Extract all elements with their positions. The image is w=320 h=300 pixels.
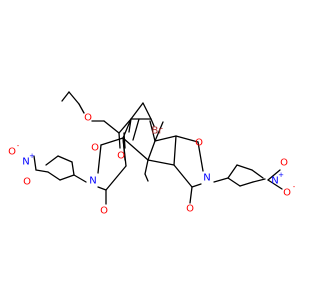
bond-43 (45, 155, 59, 166)
bond-14 (149, 120, 156, 142)
bond-22 (100, 137, 124, 146)
bond-8 (130, 102, 144, 120)
bond-5 (118, 132, 121, 149)
atom-o-nitro-left-b: O (23, 177, 31, 188)
bond-1 (68, 91, 80, 105)
molecule-diagram: O O Br O O O O N N N + O - O N + O - O (8, 91, 296, 217)
bond-25 (105, 165, 127, 191)
atom-o-nitro-left-a: O (8, 147, 16, 158)
bond-47 (252, 178, 266, 183)
bond-13 (132, 118, 140, 141)
bond-34 (154, 135, 177, 142)
bond-41 (71, 161, 75, 176)
bond-36 (73, 174, 87, 183)
bond-33 (189, 186, 193, 204)
bond-19 (154, 121, 164, 142)
bond-49 (236, 164, 253, 171)
atom-o-ester-carbonyl: O (117, 151, 125, 162)
atom-o-ester-ether: O (84, 113, 92, 124)
bond-44 (213, 177, 229, 183)
atom-o-nitro-right-a: O (283, 188, 291, 199)
atom-n-nitro-right: N (271, 176, 278, 187)
bond-lines (33, 91, 283, 205)
atom-o-imide-left-top: O (91, 143, 99, 154)
bond-30 (173, 135, 177, 166)
bond-40 (33, 155, 37, 171)
bond-31 (173, 164, 193, 188)
bond-7 (118, 118, 132, 134)
bond-2 (78, 103, 85, 114)
bond-42 (57, 155, 73, 163)
bond-15 (122, 118, 132, 139)
bond-0 (61, 91, 70, 102)
charge-o-nitro-left-a: - (17, 142, 20, 150)
charge-n-nitro-left: + (29, 152, 35, 160)
bond-11 (150, 118, 155, 127)
atom-n-imide-right: N (203, 173, 210, 184)
bond-26 (97, 186, 107, 191)
bond-23 (97, 144, 102, 174)
bond-48 (227, 164, 238, 179)
atom-o-imide-right-top: O (195, 138, 203, 149)
atom-o-imide-right-bottom: O (186, 204, 194, 215)
atom-br: Br (152, 126, 164, 137)
bond-20 (144, 159, 149, 175)
bond-28 (175, 135, 199, 143)
bond-51 (267, 169, 281, 181)
charge-o-nitro-right-a: - (293, 183, 296, 191)
bond-21 (144, 173, 149, 182)
atom-n-imide-left: N (89, 176, 96, 187)
atom-o-nitro-right-b: O (280, 158, 288, 169)
bond-39 (35, 169, 49, 173)
bond-29 (197, 141, 204, 172)
bond-50 (251, 169, 264, 179)
bond-17 (122, 137, 149, 161)
atom-o-imide-left-bottom: O (100, 206, 108, 217)
charge-n-nitro-right: + (278, 171, 284, 179)
bond-18 (147, 140, 156, 161)
bond-52 (267, 179, 283, 190)
atom-n-nitro-left: N (22, 157, 29, 168)
bond-4 (103, 120, 120, 134)
bond-37 (59, 174, 75, 181)
bond-9 (142, 102, 152, 120)
bond-38 (47, 171, 61, 181)
bond-35 (147, 159, 175, 166)
bond-24 (122, 137, 127, 167)
bond-45 (227, 177, 241, 187)
bond-46 (239, 181, 254, 187)
bond-32 (191, 183, 202, 188)
